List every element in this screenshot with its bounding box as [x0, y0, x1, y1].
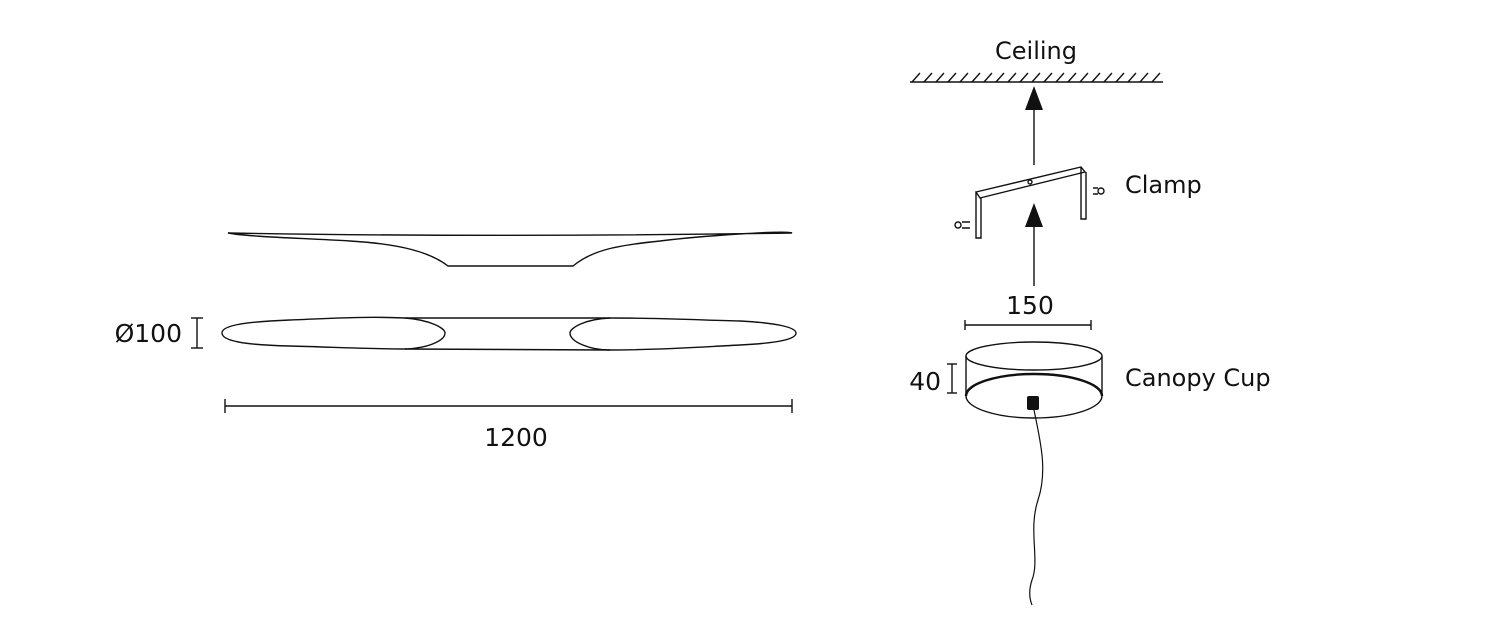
ceiling-hatch-mark — [935, 72, 945, 83]
ceiling-hatch-mark — [1115, 72, 1125, 83]
ceiling-label: Ceiling — [995, 37, 1077, 65]
ceiling-hatch-mark — [1139, 72, 1149, 83]
ceiling-hatch-mark — [983, 72, 993, 83]
canopy-cup — [964, 341, 1104, 419]
suspension-cable — [1029, 409, 1044, 606]
ceiling-hatch-mark — [1067, 72, 1077, 83]
ceiling-hatch-mark — [1103, 72, 1113, 83]
ceiling-hatch-mark — [1091, 72, 1101, 83]
diameter-label: Ø100 — [115, 319, 182, 348]
ceiling-hatch-mark — [923, 72, 933, 83]
luminaire-body — [221, 316, 797, 351]
clamp-bracket — [954, 166, 1105, 239]
canopy-width-dimension — [964, 320, 1092, 330]
canopy-height-dimension — [947, 363, 957, 394]
arrowhead-clamp — [1025, 203, 1043, 227]
canopy-height-label: 40 — [909, 367, 941, 396]
ceiling-hatch-mark — [1031, 72, 1041, 83]
cable-grip — [1027, 396, 1039, 410]
ceiling-hatch-mark — [1007, 72, 1017, 83]
ceiling-hatch-mark — [1043, 72, 1053, 83]
diameter-dimension — [191, 317, 203, 349]
clamp-label: Clamp — [1125, 171, 1202, 199]
ceiling-hatch-mark — [1151, 72, 1161, 83]
canopy-width-label: 150 — [1006, 291, 1054, 320]
ceiling-hatch-mark — [971, 72, 981, 83]
length-label: 1200 — [484, 423, 548, 452]
ceiling-hatch-mark — [1079, 72, 1089, 83]
ceiling-hatch-mark — [947, 72, 957, 83]
ceiling-hatch-mark — [959, 72, 969, 83]
ceiling-line — [910, 72, 1163, 83]
ceiling-hatch-mark — [995, 72, 1005, 83]
ceiling-hatch-mark — [1127, 72, 1137, 83]
canopy-label: Canopy Cup — [1125, 364, 1271, 392]
arrowhead-ceiling — [1025, 86, 1043, 110]
ceiling-hatch-mark — [1019, 72, 1029, 83]
ceiling-hatch-mark — [911, 72, 921, 83]
ceiling-hatch-mark — [1055, 72, 1065, 83]
luminaire-side-view — [227, 231, 793, 267]
length-dimension — [224, 399, 793, 413]
